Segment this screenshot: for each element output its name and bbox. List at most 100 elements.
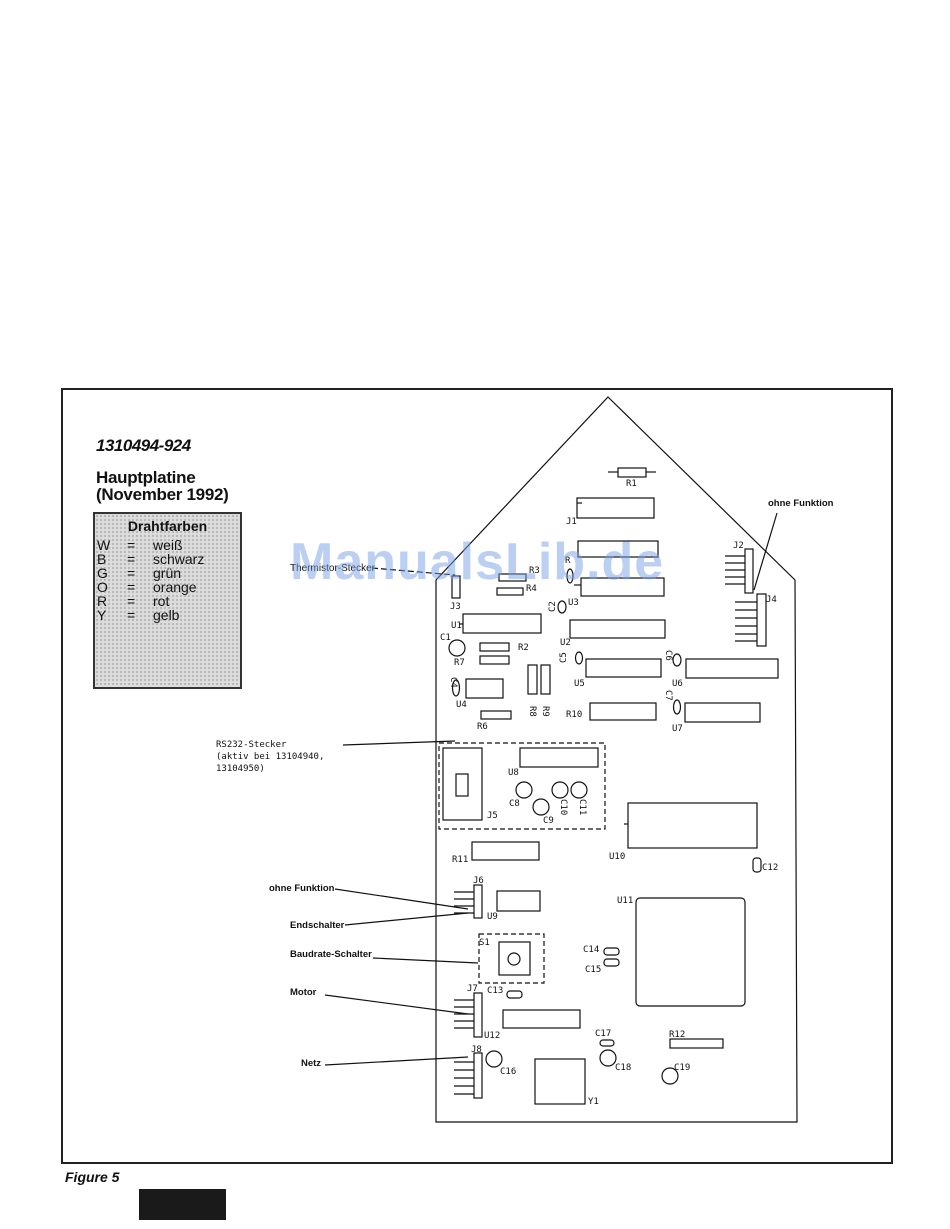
callout-rs232-line1: RS232-Stecker [216,740,287,750]
label-u9: U9 [487,912,498,922]
label-c10: C10 [558,799,568,815]
capacitor-c9 [532,798,550,816]
switch-s1 [498,941,531,976]
legend-color-name: rot [153,593,170,609]
watermark: ManualsLib.de [290,533,665,591]
connector-j5 [442,747,483,821]
label-r4: R4 [526,584,537,594]
label-c2: C2 [548,601,558,612]
chip-u12 [502,1009,581,1029]
label-u5: U5 [574,679,585,689]
label-s1: S1 [479,938,490,948]
label-u11: U11 [617,896,633,906]
board-title: Hauptplatine (November 1992) [96,469,229,503]
label-r10: R10 [566,710,582,720]
callout-thermistor: Thermistor-Stecker [290,563,376,574]
resistor-r3 [498,573,527,582]
resistor-r7 [479,655,510,665]
capacitor-c7 [672,699,682,715]
label-c8: C8 [509,799,520,809]
label-u4: U4 [456,700,467,710]
label-c12: C12 [762,863,778,873]
label-u1: U1 [451,621,462,631]
label-r2: R2 [518,643,529,653]
label-c18: C18 [615,1063,631,1073]
label-c6: C6 [663,650,673,661]
capacitor-c4 [451,679,461,697]
label-c13: C13 [487,986,503,996]
crystal-y1 [534,1058,586,1105]
label-u12: U12 [484,1031,500,1041]
legend-code: R [97,593,108,609]
label-c15: C15 [585,965,601,975]
rs232-region [438,742,606,830]
chip-u10 [627,802,758,849]
legend-code: O [97,579,108,595]
label-r1: R1 [626,479,637,489]
label-c9: C9 [543,816,554,826]
label-r8: R8 [527,706,537,717]
label-j3: J3 [450,602,461,612]
label-r3: R3 [529,566,540,576]
legend-equals: = [127,551,136,567]
label-j4: J4 [766,595,777,605]
label-j5: J5 [487,811,498,821]
capacitor-c10 [551,781,569,799]
legend-code: W [97,537,111,553]
callout-ohne-funktion-top: ohne Funktion [768,498,834,509]
resistor-r8 [527,664,538,695]
callout-endschalter: Endschalter [290,920,345,931]
legend-equals: = [127,607,136,623]
board-title-line1: Hauptplatine [96,468,196,487]
label-r7: R7 [454,658,465,668]
chip-u7 [684,702,761,723]
legend-color-name: schwarz [153,551,205,567]
legend-color-name: gelb [153,607,180,623]
label-u3: U3 [568,598,579,608]
chip-u5 [585,658,662,678]
chip-u1 [462,613,542,634]
capacitor-c11 [570,781,588,799]
capacitor-c13 [506,990,523,999]
chip-r11 [471,841,540,861]
callout-rs232-line3: 13104950) [216,764,265,774]
label-r6: R6 [477,722,488,732]
label-c4: C4 [448,677,458,688]
resistor-r1 [617,467,647,478]
resistor-r [566,568,574,584]
resistor-r2 [479,642,510,652]
callout-rs232-line2: (aktiv bei 13104940, [216,752,324,762]
connector-j6 [473,884,483,919]
board-title-line2: (November 1992) [96,485,229,504]
capacitor-c19 [661,1067,679,1085]
legend-title: Drahtfarben [127,518,208,534]
callout-line-baudrate [372,957,479,964]
connector-j4 [756,593,767,647]
label-u2: U2 [560,638,571,648]
chip-u9 [496,890,541,912]
label-j8: J8 [471,1045,482,1055]
connector-j8 [473,1052,483,1099]
label-r11: R11 [452,855,468,865]
connector-j7 [473,992,483,1038]
label-c5: C5 [559,652,569,663]
part-number: 1310494-924 [96,436,191,455]
label-c7: C7 [663,690,673,701]
legend-equals: = [127,537,136,553]
callout-line-netz [324,1056,469,1066]
callout-line-ohne-funktion-top [753,512,778,591]
label-r: R [565,556,571,566]
capacitor-c8 [515,781,533,799]
label-j7: J7 [467,984,478,994]
legend-equals: = [127,593,136,609]
callout-netz: Netz [301,1058,321,1069]
resistor-r6 [480,710,512,720]
callout-line-thermistor [371,567,456,576]
switch-s1-region [478,933,545,984]
figure-caption: Figure 5 [65,1169,120,1185]
label-c16: C16 [500,1067,516,1077]
chip-u2 [569,619,666,639]
wire-color-legend: Drahtfarben W = weiß B = schwarz G = grü… [93,512,242,689]
connector-j2 [744,548,754,594]
